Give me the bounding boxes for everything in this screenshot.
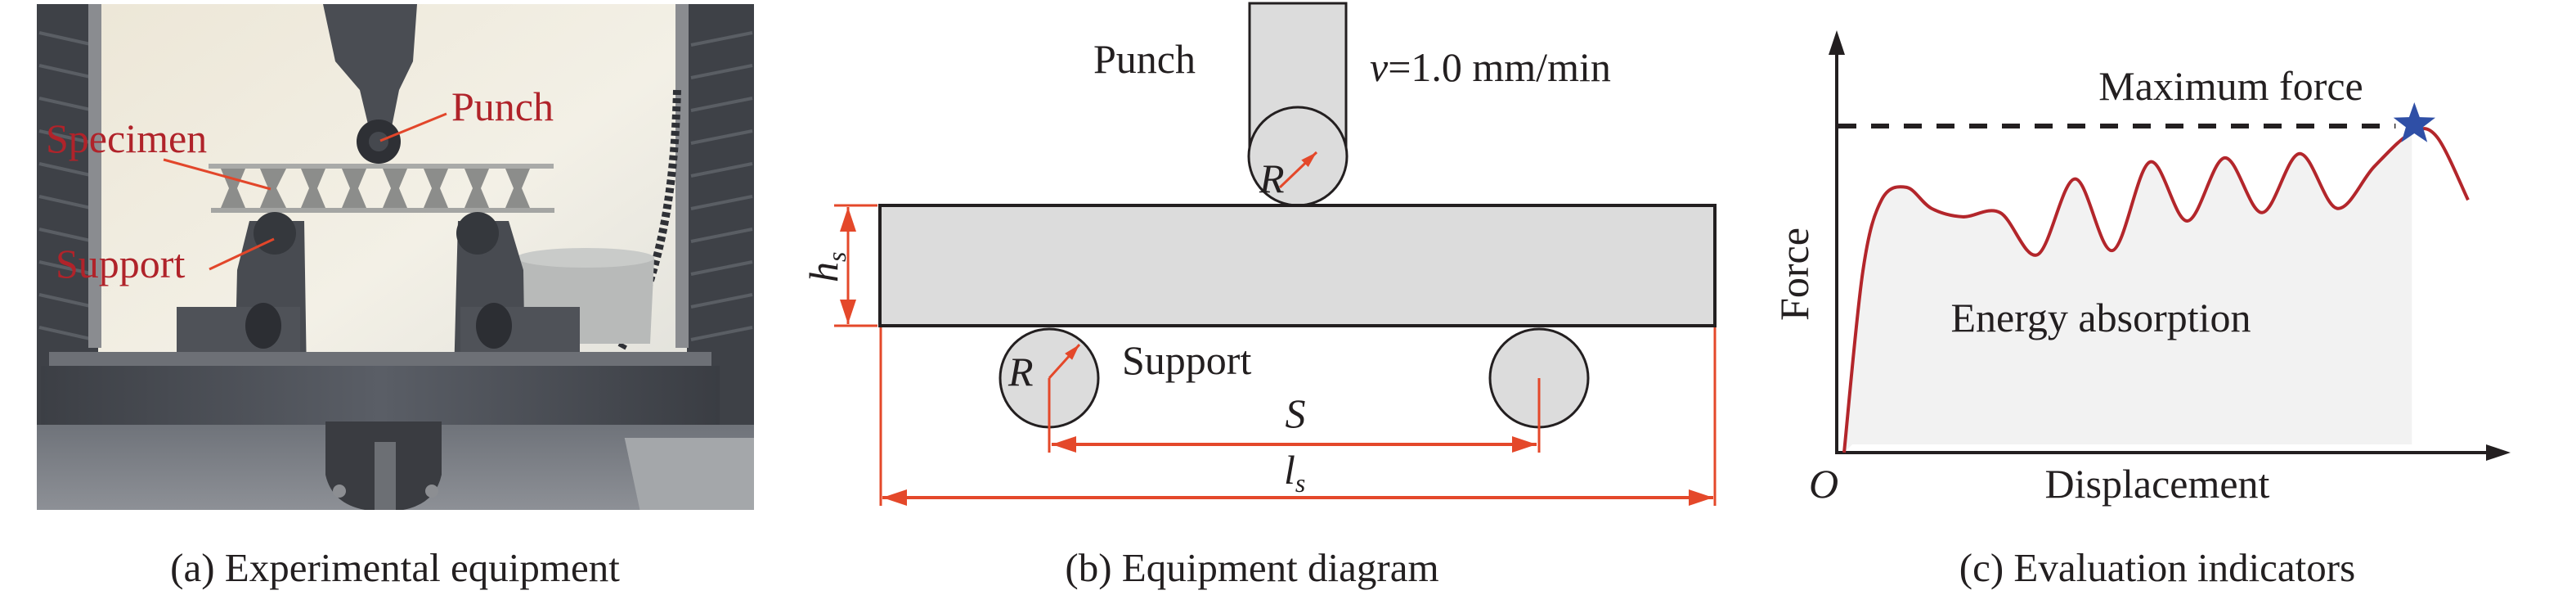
photo-right-frame-edge xyxy=(675,4,689,348)
photo-right-support-roller xyxy=(456,212,499,255)
photo-left-vents xyxy=(38,31,95,341)
speed-value: =1.0 mm/min xyxy=(1388,44,1611,90)
photo-label-punch: Punch xyxy=(451,83,554,129)
photo-punch-arm xyxy=(323,4,417,131)
support-radius-label: R xyxy=(1008,349,1034,394)
photo-right-vents xyxy=(690,31,753,341)
photo-label-specimen: Specimen xyxy=(46,115,207,161)
height-label: hs xyxy=(801,252,851,282)
photo-left-frame-edge xyxy=(88,4,101,348)
speed-variable: v xyxy=(1370,44,1389,90)
length-dimension: ls xyxy=(879,327,1717,506)
speed-label: v=1.0 mm/min xyxy=(1370,44,1611,90)
punch-label: Punch xyxy=(1093,36,1196,82)
caption-a: (a) Experimental equipment xyxy=(170,545,620,590)
caption-c: (c) Evaluation indicators xyxy=(1959,545,2355,590)
specimen-leader-line xyxy=(163,158,272,191)
support-label: Support xyxy=(1122,337,1251,383)
photo-specimen xyxy=(209,164,554,213)
energy-absorption-label: Energy absorption xyxy=(1950,295,2251,340)
punch-radius-arrow xyxy=(1278,151,1318,189)
support-radius-arrow xyxy=(1048,343,1081,380)
max-force-star-marker xyxy=(2393,102,2435,142)
span-label: S xyxy=(1286,390,1306,436)
caption-b: (b) Equipment diagram xyxy=(1065,545,1438,590)
punch: R xyxy=(1247,2,1349,207)
photo-floor-plate xyxy=(624,438,754,510)
force-displacement-curve xyxy=(1842,127,2470,453)
photo-crossbeam xyxy=(41,366,720,425)
max-force-label: Maximum force xyxy=(2098,63,2363,109)
support-leader-line xyxy=(209,237,275,271)
punch-radius-label: R xyxy=(1259,156,1285,201)
x-axis-label: Displacement xyxy=(2045,461,2270,507)
height-dimension: hs xyxy=(801,204,877,327)
origin-label: O xyxy=(1809,461,1838,507)
y-axis-label: Force xyxy=(1771,228,1817,321)
photo-rail xyxy=(49,352,711,370)
length-label: ls xyxy=(1284,447,1305,498)
photo-label-support: Support xyxy=(56,241,185,286)
specimen-slab xyxy=(878,204,1717,327)
span-dimension: S xyxy=(1048,378,1541,453)
energy-absorption-area xyxy=(1844,133,2412,453)
punch-leader-line xyxy=(379,112,447,142)
